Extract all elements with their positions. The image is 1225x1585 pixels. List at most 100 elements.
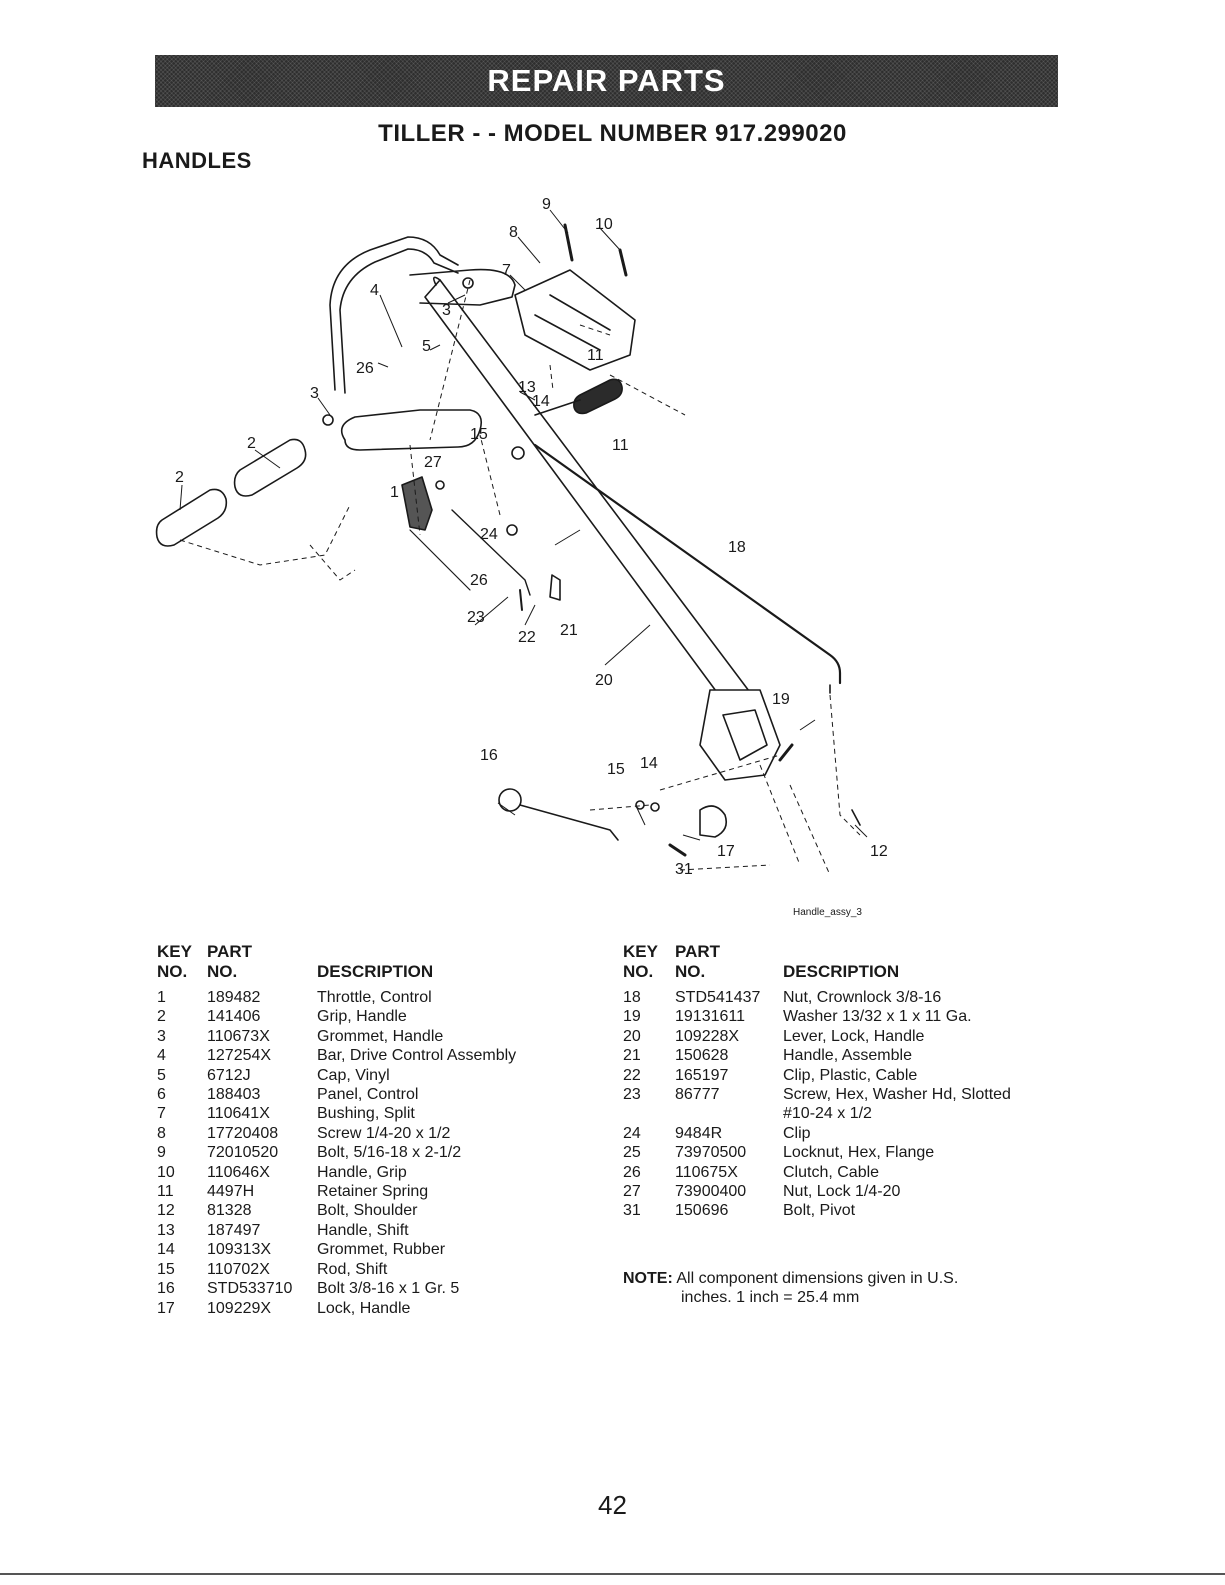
callout-6: 7 bbox=[502, 262, 511, 279]
section-title: HANDLES bbox=[142, 148, 252, 173]
part-no-cell: 109313X bbox=[207, 1241, 272, 1259]
callout-10: 11 bbox=[587, 347, 604, 364]
control-panel-part bbox=[514, 269, 636, 371]
description-cell: Bolt, Pivot bbox=[783, 1202, 856, 1220]
callout-2-lower: 2 bbox=[175, 469, 184, 486]
callout-14: 15 bbox=[470, 426, 488, 443]
description-cell: Bolt, 5/16-18 x 2-1/2 bbox=[317, 1144, 462, 1162]
table-header-row-2: NO. NO. DESCRIPTION bbox=[623, 962, 1011, 982]
description-header: DESCRIPTION bbox=[783, 962, 900, 981]
key-no-cell: 10 bbox=[157, 1163, 175, 1181]
key-no-header: NO. bbox=[623, 962, 654, 981]
part-no-cell: 109228X bbox=[675, 1027, 740, 1045]
callout-31: 31 bbox=[675, 861, 693, 878]
grip-part-upper bbox=[233, 438, 307, 497]
table-header-row-1: KEY PART bbox=[623, 942, 1011, 962]
callout-17: 17 bbox=[717, 843, 735, 860]
page-number: 42 bbox=[598, 1490, 627, 1520]
description-cell: Throttle, Control bbox=[317, 989, 432, 1006]
handle-bracket-part bbox=[699, 689, 781, 781]
key-no-cell: 3 bbox=[157, 1027, 166, 1045]
table-header-row-1: KEY PART bbox=[157, 942, 516, 962]
description-cell: Grip, Handle bbox=[317, 1008, 407, 1026]
part-no-cell: 17720408 bbox=[207, 1124, 279, 1142]
key-no-cell: 26 bbox=[623, 1163, 641, 1181]
key-no-cell: 23 bbox=[623, 1086, 641, 1104]
description-cell: Screw 1/4-20 x 1/2 bbox=[317, 1124, 451, 1142]
description-cell: Bolt, Shoulder bbox=[317, 1202, 418, 1220]
description-cell: Washer 13/32 x 1 x 11 Ga. bbox=[783, 1008, 972, 1026]
description-cell: Bolt 3/8-16 x 1 Gr. 5 bbox=[317, 1280, 460, 1298]
callout-8: 9 bbox=[542, 196, 551, 213]
description-cell: Lever, Lock, Handle bbox=[783, 1027, 925, 1045]
callout-5: 5 bbox=[422, 338, 431, 355]
key-no-cell: 27 bbox=[623, 1183, 641, 1201]
part-no-cell: 73970500 bbox=[675, 1144, 747, 1162]
callout-16: 19 bbox=[772, 691, 790, 708]
callout-22: 21 bbox=[560, 622, 578, 639]
key-no-cell: 1 bbox=[157, 989, 166, 1006]
callout-19: 15 bbox=[607, 761, 625, 778]
key-no-cell: 14 bbox=[157, 1241, 175, 1259]
part-no-cell: 110641X bbox=[207, 1105, 270, 1123]
part-header: PART bbox=[675, 942, 721, 961]
grip-part-lower bbox=[155, 488, 228, 547]
callout-13: 14 bbox=[532, 393, 550, 410]
key-no-cell: 13 bbox=[157, 1221, 175, 1239]
key-no-cell: 11 bbox=[157, 1183, 174, 1201]
key-no-cell: 31 bbox=[623, 1202, 641, 1220]
key-no-cell: 22 bbox=[623, 1066, 641, 1084]
callout-24: 23 bbox=[467, 609, 485, 626]
banner-title: REPAIR PARTS bbox=[487, 63, 726, 98]
description-cell: Bar, Drive Control Assembly bbox=[317, 1047, 517, 1065]
key-no-header: NO. bbox=[157, 962, 188, 981]
part-no-cell: 72010520 bbox=[207, 1144, 279, 1162]
part-no-cell: 187497 bbox=[207, 1221, 261, 1239]
table-header-row-2: NO. NO. DESCRIPTION bbox=[157, 962, 516, 982]
shift-handle-part bbox=[573, 378, 623, 415]
part-no-cell: 150628 bbox=[675, 1047, 729, 1065]
exploded-parts-diagram: 9 8 10 7 4 3 5 26 3 13 14 11 15 11 2 2 2… bbox=[155, 196, 888, 918]
note-line-2: inches. 1 inch = 25.4 mm bbox=[681, 1289, 860, 1306]
key-no-cell: 9 bbox=[157, 1144, 166, 1162]
description-cell: Clip bbox=[783, 1124, 811, 1142]
description-cell: Nut, Crownlock 3/8-16 bbox=[783, 989, 942, 1006]
part-no-cell: 6712J bbox=[207, 1066, 251, 1084]
callout-11-upper: 11 bbox=[612, 437, 629, 454]
part-no-cell: 110675X bbox=[675, 1163, 738, 1181]
key-no-cell: 6 bbox=[157, 1086, 166, 1104]
part-no-cell: 4497H bbox=[207, 1183, 255, 1201]
callout-18: 14 bbox=[640, 755, 658, 772]
part-no-cell: 86777 bbox=[675, 1086, 720, 1104]
part-no-cell: 141406 bbox=[207, 1008, 261, 1026]
bottom-rule bbox=[0, 1573, 1225, 1575]
callout-11-lower: 12 bbox=[870, 843, 888, 860]
callout-4: 4 bbox=[370, 282, 379, 299]
key-no-cell: 7 bbox=[157, 1105, 166, 1123]
page-title: TILLER - - MODEL NUMBER 917.299020 bbox=[378, 120, 847, 147]
description-header: DESCRIPTION bbox=[317, 962, 434, 981]
diagram-image-id: Handle_assy_3 bbox=[793, 907, 862, 918]
dimension-note: NOTE: All component dimensions given in … bbox=[623, 1269, 958, 1307]
callout-1: 1 bbox=[390, 484, 399, 501]
key-no-cell: 4 bbox=[157, 1047, 166, 1065]
key-no-cell: 21 bbox=[623, 1047, 641, 1065]
